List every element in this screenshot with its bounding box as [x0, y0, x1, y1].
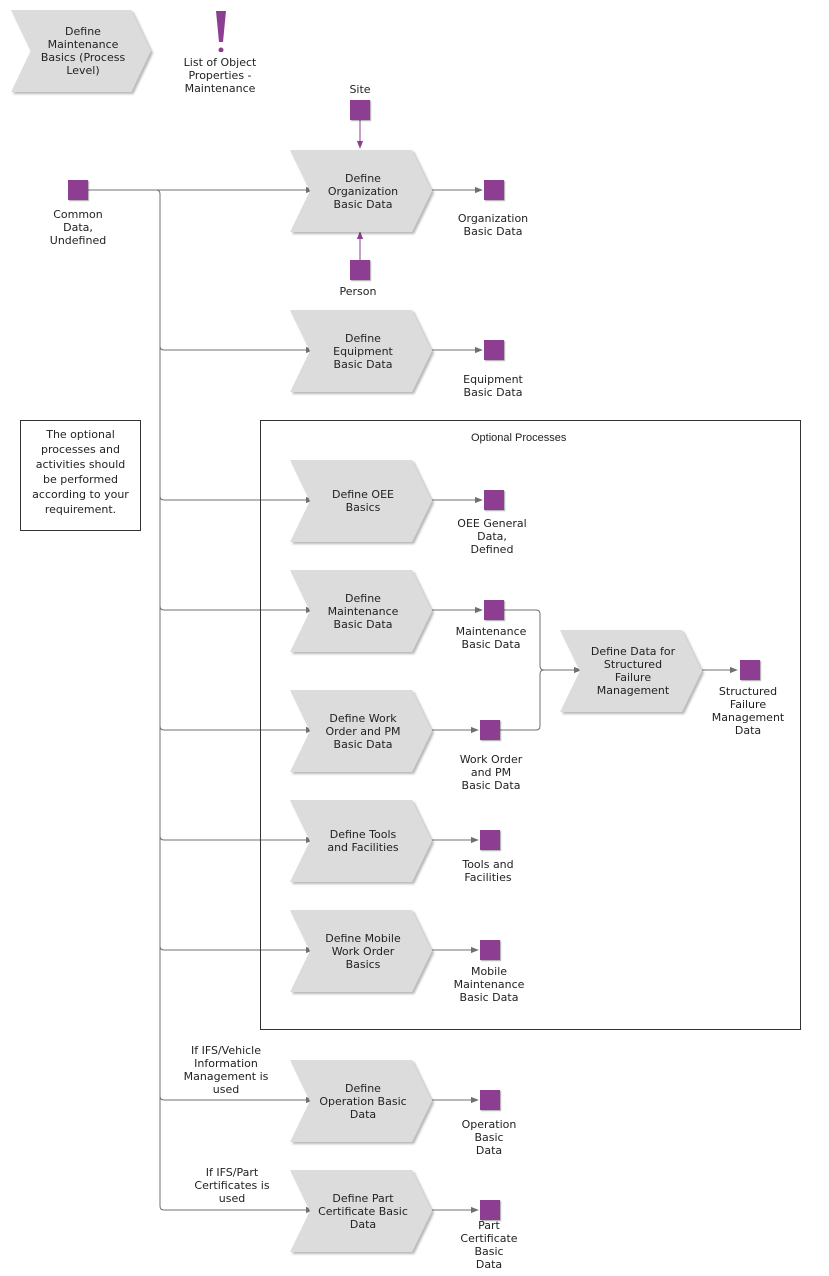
connector-trunk-to-equipment — [159, 345, 314, 354]
object-tools-facilities[interactable] — [480, 830, 500, 850]
process-define-mobile-work-order-basics[interactable]: Define Mobile Work Order Basics — [290, 910, 432, 992]
connector-trunk-to-maintenance — [159, 605, 314, 614]
optional-processes-group — [260, 420, 801, 1030]
process-define-organization-basic-data[interactable]: Define Organization Basic Data — [290, 150, 432, 232]
connector-trunk-to-operation — [159, 1095, 314, 1104]
object-site[interactable] — [350, 100, 370, 120]
object-part-certificate-basic-data[interactable] — [480, 1200, 500, 1220]
object-maintenance-basic-data-label: Maintenance Basic Data — [455, 625, 527, 651]
object-work-order-pm-basic-data-label: Work Order and PM Basic Data — [459, 753, 523, 792]
object-person-label: Person — [339, 285, 377, 298]
object-common-data-label: Common Data, Undefined — [49, 208, 107, 247]
object-organization-basic-data[interactable] — [484, 180, 504, 200]
connector-trunk-to-oee — [159, 495, 314, 504]
process-define-oee-basics[interactable]: Define OEE Basics — [290, 460, 432, 542]
connector-trunk-to-tools — [159, 835, 314, 844]
process-define-equipment-label: Define Equipment Basic Data — [333, 331, 393, 371]
connector-trunk-to-work-order — [159, 725, 314, 734]
process-define-maintenance-label: Define Maintenance Basic Data — [327, 591, 399, 631]
object-site-label: Site — [349, 83, 371, 96]
object-common-data[interactable] — [68, 180, 88, 200]
process-define-part-certificate-label: Define Part Certificate Basic Data — [318, 1191, 408, 1231]
optional-processes-title: Optional Processes — [471, 432, 567, 444]
object-mobile-maintenance-basic-data-label: Mobile Maintenance Basic Data — [453, 965, 525, 1004]
requirement-note: The optional processes and activities sh… — [20, 420, 141, 531]
object-equipment-basic-data-label: Equipment Basic Data — [463, 373, 523, 399]
object-part-certificate-basic-data-label: Part Certificate Basic Data — [460, 1219, 518, 1271]
process-define-mobile-label: Define Mobile Work Order Basics — [325, 931, 401, 971]
process-define-work-order-label: Define Work Order and PM Basic Data — [325, 711, 401, 751]
object-maintenance-basic-data[interactable] — [484, 600, 504, 620]
list-of-object-properties-label: List of Object Properties - Maintenance — [183, 56, 257, 95]
object-operation-basic-data[interactable] — [480, 1090, 500, 1110]
object-work-order-pm-basic-data[interactable] — [480, 720, 500, 740]
process-define-structured-failure-data[interactable]: Define Data for Structured Failure Manag… — [560, 630, 702, 712]
object-oee-general-data[interactable] — [484, 490, 504, 510]
process-define-maintenance-basics[interactable]: Define Maintenance Basics (Process Level… — [11, 10, 151, 92]
process-define-maintenance-basics-label: Define Maintenance Basics (Process Level… — [40, 25, 126, 77]
object-structured-failure-data[interactable] — [740, 660, 760, 680]
connector-work-order-to-failure — [500, 669, 545, 731]
object-equipment-basic-data[interactable] — [484, 340, 504, 360]
object-oee-general-data-label: OEE General Data, Defined — [457, 517, 527, 556]
process-define-work-order-pm-basic-data[interactable]: Define Work Order and PM Basic Data — [290, 690, 432, 772]
process-define-tools-facilities[interactable]: Define Tools and Facilities — [290, 800, 432, 882]
process-define-equipment-basic-data[interactable]: Define Equipment Basic Data — [290, 310, 432, 392]
process-define-oee-label: Define OEE Basics — [332, 488, 394, 514]
process-define-tools-label: Define Tools and Facilities — [327, 828, 399, 854]
process-define-operation-basic-data[interactable]: Define Operation Basic Data — [290, 1060, 432, 1142]
process-define-operation-label: Define Operation Basic Data — [319, 1081, 407, 1121]
process-define-organization-label: Define Organization Basic Data — [327, 171, 399, 211]
object-organization-basic-data-label: Organization Basic Data — [457, 212, 529, 238]
condition-vehicle-information-management: If IFS/Vehicle Information Management is… — [183, 1044, 269, 1096]
object-structured-failure-data-label: Structured Failure Management Data — [711, 685, 785, 737]
object-person[interactable] — [350, 260, 370, 280]
object-tools-facilities-label: Tools and Facilities — [462, 858, 514, 884]
process-define-maintenance-basic-data[interactable]: Define Maintenance Basic Data — [290, 570, 432, 652]
exclamation-icon — [216, 11, 226, 52]
process-define-structured-failure-label: Define Data for Structured Failure Manag… — [590, 645, 676, 697]
condition-part-certificates: If IFS/Part Certificates is used — [194, 1166, 270, 1205]
object-operation-basic-data-label: Operation Basic Data — [461, 1118, 517, 1157]
process-define-part-certificate-basic-data[interactable]: Define Part Certificate Basic Data — [290, 1170, 432, 1252]
connector-trunk-to-mobile — [159, 945, 314, 954]
object-mobile-maintenance-basic-data[interactable] — [480, 940, 500, 960]
